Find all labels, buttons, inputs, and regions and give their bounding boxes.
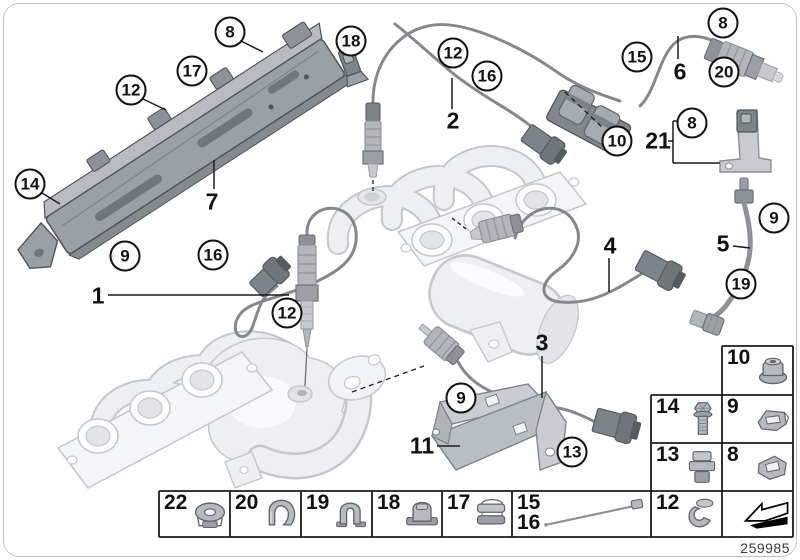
connector-plug	[520, 124, 567, 165]
callout-12-2[interactable]: 12	[115, 74, 147, 106]
callout-18-4[interactable]: 18	[335, 25, 367, 57]
heat-shield-part	[17, 21, 357, 270]
legend-number: 12	[656, 491, 680, 514]
legend-cell-15-16[interactable]: 15 16	[512, 491, 651, 537]
callout-14-3[interactable]: 14	[14, 168, 46, 200]
legend-number: 14	[656, 395, 680, 418]
callout-16-15[interactable]: 16	[197, 239, 229, 271]
clip-17-icon	[474, 494, 510, 534]
callout-12-5[interactable]: 12	[437, 37, 469, 69]
exhaust-manifold-lower	[56, 330, 387, 489]
cage-clip-icon	[755, 399, 791, 439]
callout-9-17[interactable]: 9	[445, 382, 477, 414]
legend-cell-22[interactable]: 22	[159, 491, 230, 537]
callout-8-0[interactable]: 8	[214, 16, 246, 48]
callout-11-26[interactable]: 11	[409, 432, 435, 459]
leader-lines	[41, 36, 751, 447]
legend-cell-10[interactable]: 10	[722, 346, 793, 395]
legend-cell-20[interactable]: 20	[230, 491, 301, 537]
exhaust-manifold-upper	[326, 145, 588, 364]
legend-cell-18[interactable]: 18	[372, 491, 442, 537]
legend-number: 19	[306, 491, 330, 514]
legend-cell-arrow[interactable]	[722, 491, 793, 537]
legend-cell-13[interactable]: 13	[651, 443, 722, 491]
callout-8-11[interactable]: 8	[676, 107, 708, 139]
oxygen-sensor-manifold-top	[362, 23, 622, 193]
legend-number: 15 16	[517, 491, 541, 534]
callout-6-24[interactable]: 6	[673, 58, 687, 85]
connector-plug	[689, 310, 725, 336]
callout-19-13[interactable]: 19	[725, 268, 757, 300]
callout-3-21[interactable]: 3	[535, 329, 549, 356]
clip-22-icon	[192, 494, 228, 534]
legend-cell-8[interactable]: 8	[722, 443, 793, 491]
callout-10-10[interactable]: 10	[601, 125, 633, 157]
bracket-11-part	[430, 383, 568, 471]
nut-icon	[755, 351, 791, 391]
clip-19-icon	[334, 494, 370, 534]
cage-clip-2-icon	[755, 447, 791, 487]
legend-cell-19[interactable]: 19	[301, 491, 372, 537]
oxygen-sensor-4	[451, 206, 686, 304]
callout-9-14[interactable]: 9	[109, 240, 141, 272]
bracket-21-part	[719, 109, 772, 173]
clip-18-icon	[404, 494, 440, 534]
legend-number: 9	[727, 395, 739, 418]
oxygen-sensor-3	[351, 323, 642, 445]
callout-1-19[interactable]: 1	[91, 282, 105, 309]
callout-20-9[interactable]: 20	[708, 56, 740, 88]
clip-20-icon	[263, 494, 299, 534]
screw-icon	[684, 399, 720, 439]
spring-clip-icon	[684, 447, 720, 487]
callout-7-25[interactable]: 7	[205, 188, 219, 215]
legend-number: 8	[727, 443, 739, 466]
callout-12-16[interactable]: 12	[271, 297, 303, 329]
oxygen-sensor-1	[233, 206, 358, 387]
legend-grid	[158, 345, 794, 538]
connector-plug	[634, 250, 686, 291]
callout-21-27[interactable]: 21	[645, 127, 671, 154]
oxygen-sensor-2	[393, 22, 567, 165]
legend-number: 10	[727, 346, 751, 369]
connector-plug	[591, 407, 642, 445]
callout-16-6[interactable]: 16	[471, 60, 503, 92]
clip-12-icon	[684, 494, 720, 534]
callout-17-1[interactable]: 17	[176, 55, 208, 87]
legend-cell-17[interactable]: 17	[442, 491, 512, 537]
callout-5-23[interactable]: 5	[716, 230, 730, 257]
callout-15-7[interactable]: 15	[621, 41, 653, 73]
legend-number: 22	[164, 491, 188, 514]
legend-number: 20	[235, 491, 259, 514]
legend-cell-9[interactable]: 9	[722, 395, 793, 443]
cable-tie-icon	[541, 494, 649, 534]
arrow-icon	[743, 494, 791, 534]
legend-number: 17	[447, 491, 471, 514]
callout-9-12[interactable]: 9	[758, 202, 790, 234]
legend-number: 13	[656, 443, 680, 466]
legend-number: 18	[377, 491, 401, 514]
manifold-port	[77, 362, 223, 454]
callout-2-20[interactable]: 2	[446, 107, 460, 134]
connector-plug	[249, 255, 291, 297]
callout-8-8[interactable]: 8	[707, 7, 739, 39]
drawing-number: 259985	[740, 540, 790, 556]
legend-cell-12[interactable]: 12	[651, 491, 722, 537]
callout-4-22[interactable]: 4	[603, 232, 617, 259]
legend-cell-14[interactable]: 14	[651, 395, 722, 443]
callout-13-18[interactable]: 13	[556, 436, 588, 468]
